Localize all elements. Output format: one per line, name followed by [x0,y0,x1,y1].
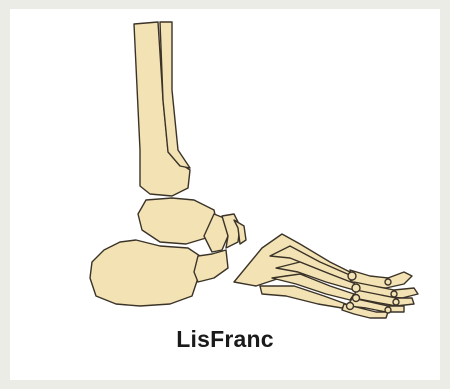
joint-knuckle [353,295,360,302]
calcaneus-bone [90,240,200,306]
joint-knuckle [391,291,397,297]
joint-knuckle [385,307,391,313]
joint-knuckle [347,303,354,310]
joint-knuckle [352,284,360,292]
joint-knuckle [393,299,399,305]
joint-knuckle [348,272,356,280]
diagram-caption: LisFranc [0,326,450,353]
joint-knuckle [385,279,391,285]
